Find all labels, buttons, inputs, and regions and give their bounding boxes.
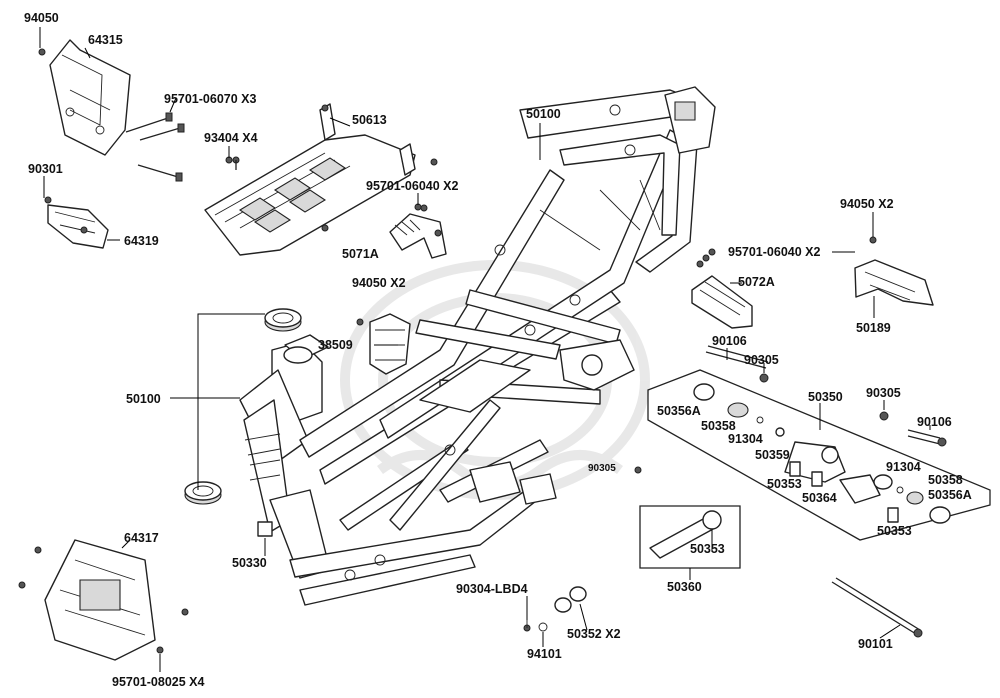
callout-95701-06070: 95701-06070 X3: [164, 92, 257, 106]
callout-50360: 50360: [667, 580, 702, 594]
callout-91304-b: 91304: [886, 460, 921, 474]
leader-lines: [39, 27, 931, 672]
callout-50364: 50364: [802, 491, 837, 505]
callout-93404: 93404 X4: [204, 131, 258, 145]
steering-bearing-bottom: [185, 482, 221, 504]
callout-90106-a: 90106: [712, 334, 747, 348]
callout-50100-top: 50100: [526, 107, 561, 121]
center-stand-64317: [19, 540, 188, 660]
bracket-64319: [45, 197, 108, 248]
callout-50330: 50330: [232, 556, 267, 570]
callout-94050-x2-mid: 94050 X2: [352, 276, 406, 290]
callout-50100-left: 50100: [126, 392, 161, 406]
bolt-90101: [832, 578, 922, 637]
main-frame: [240, 87, 715, 605]
callout-50358-b: 50358: [928, 473, 963, 487]
callout-50613: 50613: [352, 113, 387, 127]
label-plate-50330: [257, 521, 273, 537]
callout-90305-b: 90305: [866, 386, 901, 400]
bracket-50189: [855, 237, 933, 305]
callout-94050-x2-right: 94050 X2: [840, 197, 894, 211]
callout-95701-08025: 95701-08025 X4: [112, 675, 205, 689]
bracket-64315: [39, 40, 130, 155]
footrest-bracket-5071A: [390, 205, 446, 258]
footboard-plate-50613: [205, 104, 437, 255]
leader-50100-left: [197, 313, 265, 490]
callout-90304-LBD4: 90304-LBD4: [456, 582, 528, 596]
callout-50356A-a: 50356A: [657, 404, 701, 418]
link-50360: [640, 506, 740, 568]
callout-50350: 50350: [808, 390, 843, 404]
callout-50352: 50352 X2: [567, 627, 621, 641]
bolt-90106-upper: [706, 346, 768, 382]
callout-90305-small: 90305: [588, 463, 616, 474]
bolt-90106-lower: [908, 430, 946, 446]
engine-hanger-kit-50350: [648, 370, 990, 540]
callout-50189: 50189: [856, 321, 891, 335]
callout-5072A: 5072A: [738, 275, 775, 289]
callout-50359: 50359: [755, 448, 790, 462]
callout-90106-b: 90106: [917, 415, 952, 429]
footrest-bracket-5072A: [692, 249, 752, 328]
callout-90301: 90301: [28, 162, 63, 176]
callout-38509: 38509: [318, 338, 353, 352]
callout-90101: 90101: [858, 637, 893, 651]
callout-64317: 64317: [124, 531, 159, 545]
callout-5071A: 5071A: [342, 247, 379, 261]
callout-50353-a: 50353: [767, 477, 802, 491]
callout-90305-a: 90305: [744, 353, 779, 367]
nut-90305-small: [634, 466, 642, 474]
bolt-95701-06070: [126, 113, 184, 181]
callout-94101: 94101: [527, 647, 562, 661]
steering-bearing-top: [265, 309, 301, 331]
callout-64319: 64319: [124, 234, 159, 248]
callout-50358-a: 50358: [701, 419, 736, 433]
callout-64315: 64315: [88, 33, 123, 47]
small-fasteners: [226, 157, 709, 261]
callout-91304-a: 91304: [728, 432, 763, 446]
bracket-38509: [357, 314, 410, 374]
callout-50353-b: 50353: [877, 524, 912, 538]
callout-50353-c: 50353: [690, 542, 725, 556]
callout-50356A-b: 50356A: [928, 488, 972, 502]
bushings-50352: [524, 587, 586, 631]
callout-95701-06040-b: 95701-06040 X2: [728, 245, 821, 259]
callout-95701-06040-a: 95701-06040 X2: [366, 179, 459, 193]
callout-94050-top-left: 94050: [24, 11, 59, 25]
